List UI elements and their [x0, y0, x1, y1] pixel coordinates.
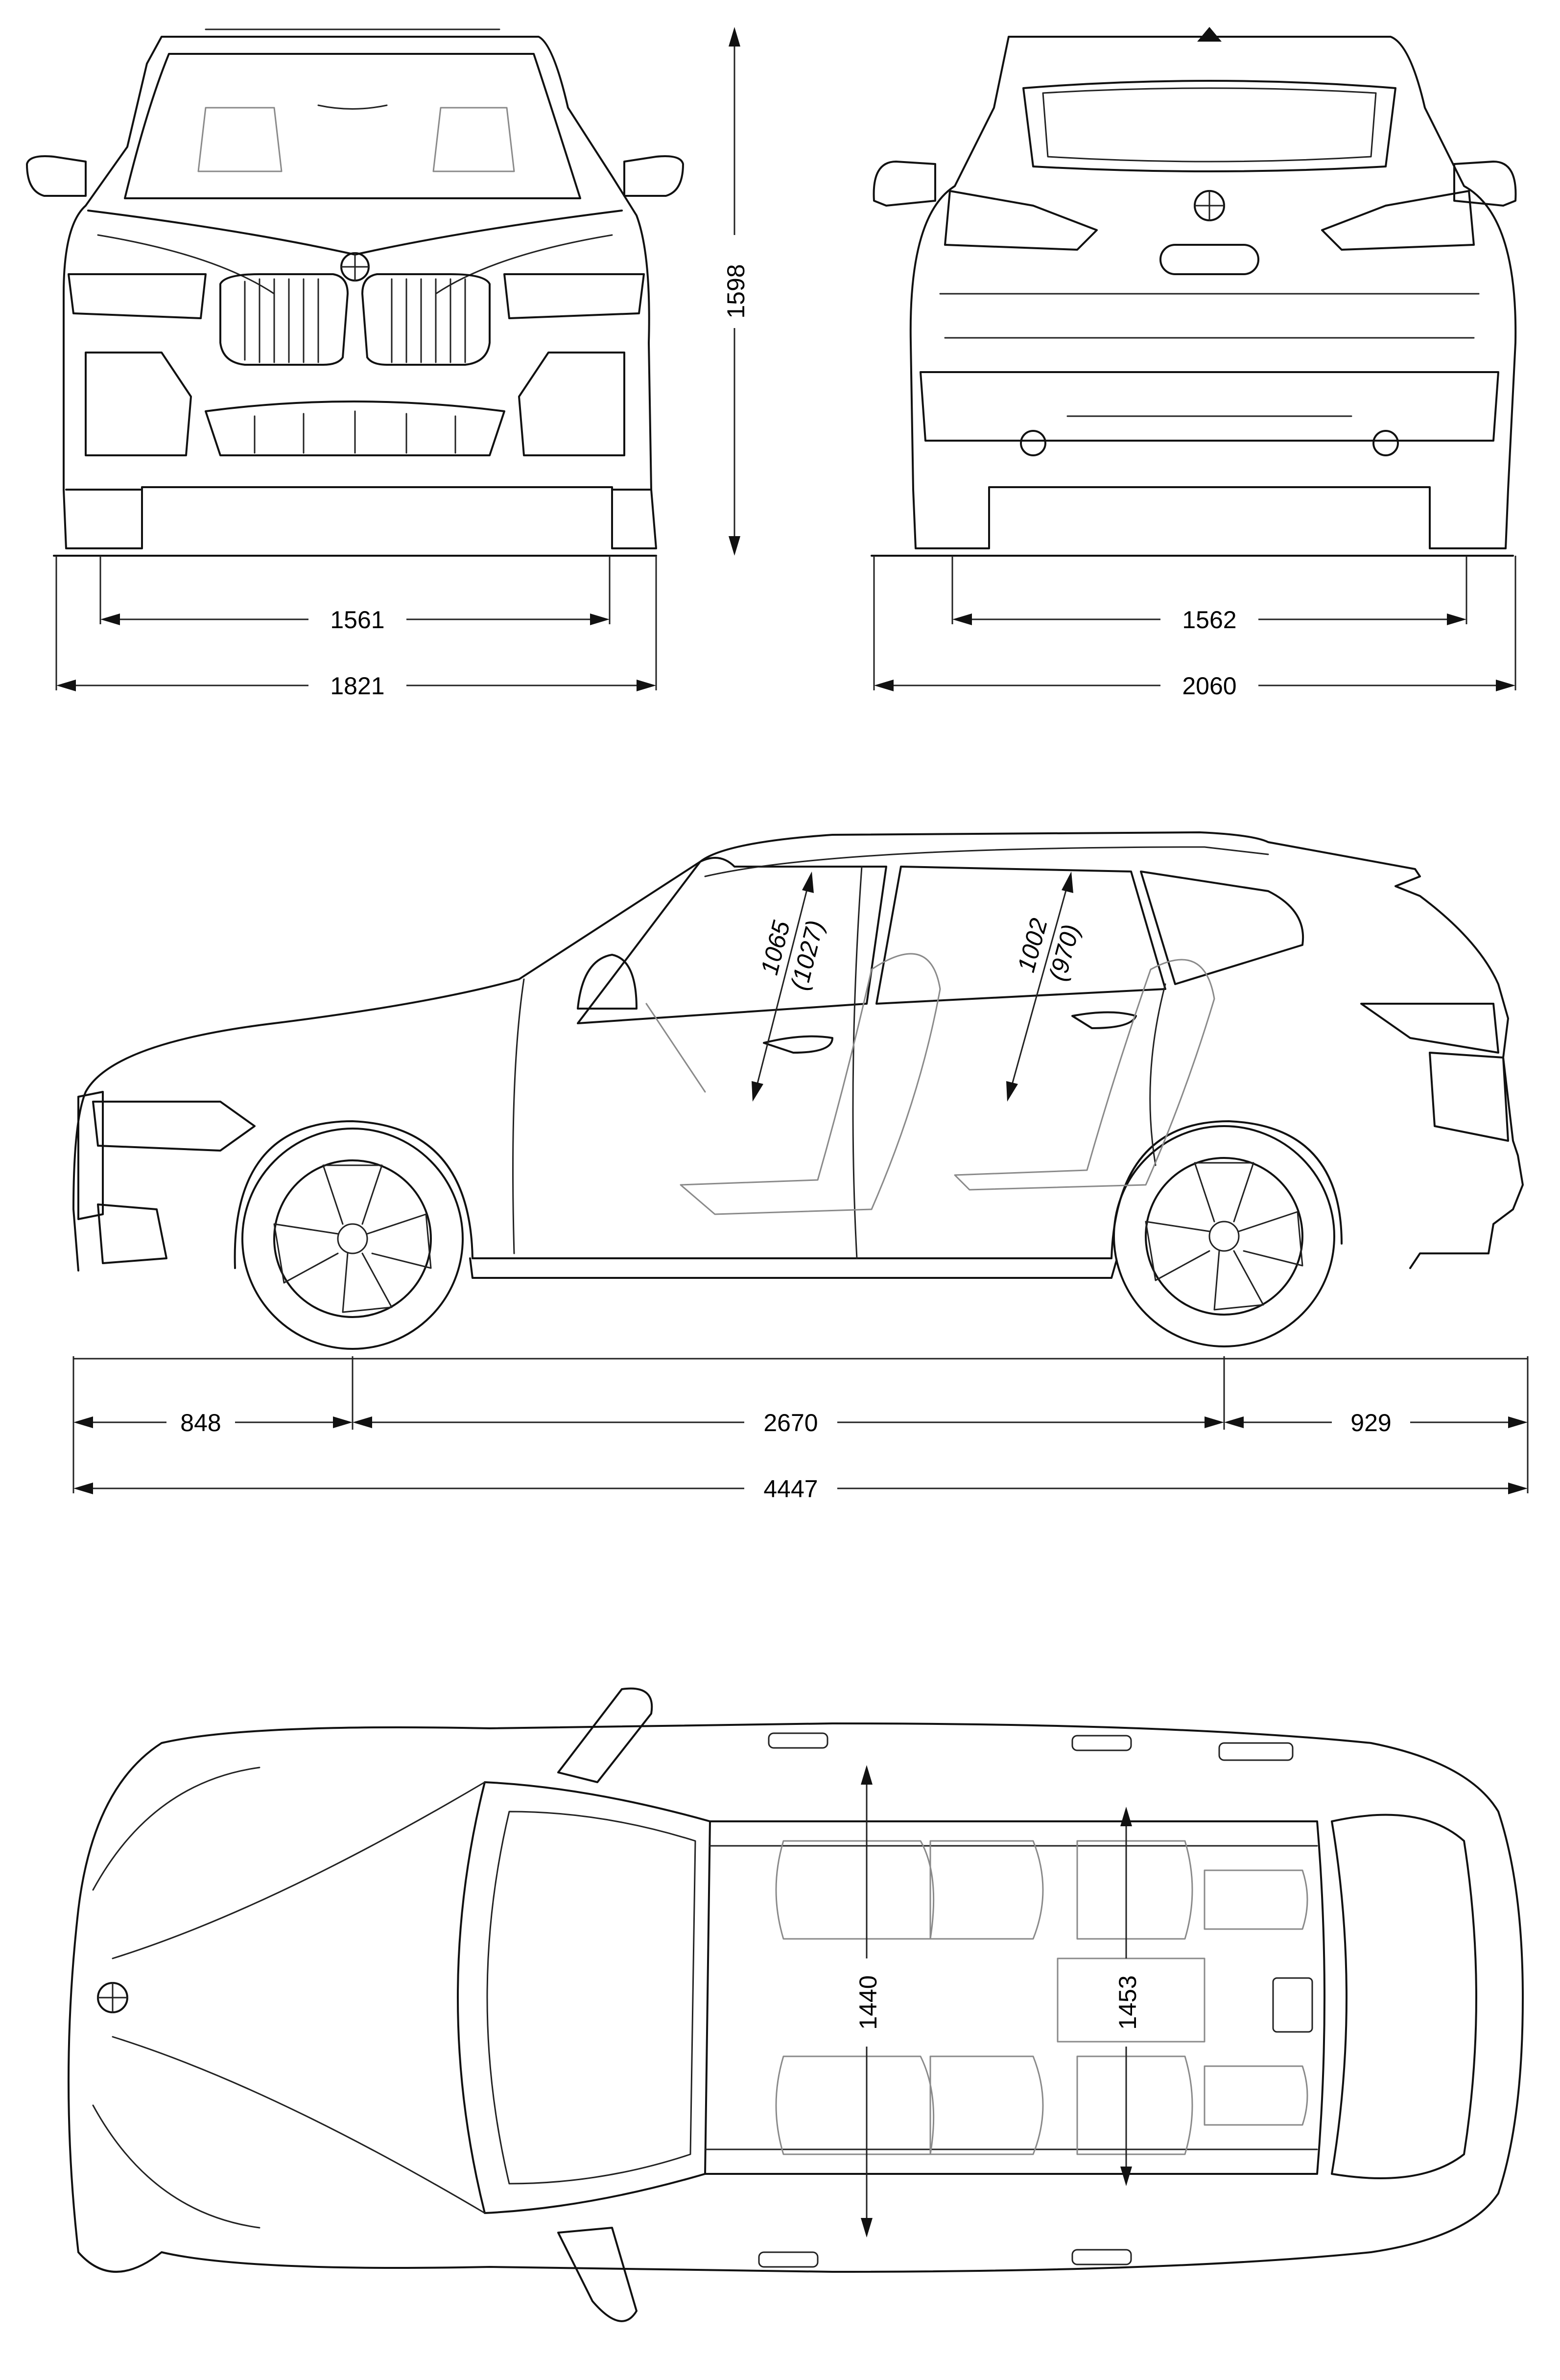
front-height-label: 1598 [722, 264, 750, 318]
front-view [26, 28, 684, 557]
rear-shoulder-width-label: 1453 [1114, 1975, 1141, 2029]
length-label: 4447 [763, 1475, 818, 1503]
wheelbase-label: 2670 [763, 1409, 818, 1437]
rear-track-label: 1562 [1182, 606, 1236, 634]
front-view-dimensions: 1598 1561 1821 [55, 27, 750, 700]
side-view [72, 831, 1524, 1350]
rear-view-dimensions: 1562 2060 [873, 556, 1516, 700]
rear-view [871, 27, 1517, 557]
rear-overhang-label: 929 [1350, 1409, 1391, 1437]
top-view-dimensions: 1440 1453 [854, 1765, 1141, 2238]
front-track-label: 1561 [330, 606, 384, 634]
front-width-label: 1821 [330, 672, 384, 700]
front-shoulder-width-label: 1440 [854, 1975, 882, 2029]
side-view-dimensions: 1065 (1027) 1002 (970) 848 2670 929 [72, 872, 1529, 1503]
rear-width-label: 2060 [1182, 672, 1236, 700]
front-overhang-label: 848 [180, 1409, 221, 1437]
top-view [68, 1687, 1524, 2322]
